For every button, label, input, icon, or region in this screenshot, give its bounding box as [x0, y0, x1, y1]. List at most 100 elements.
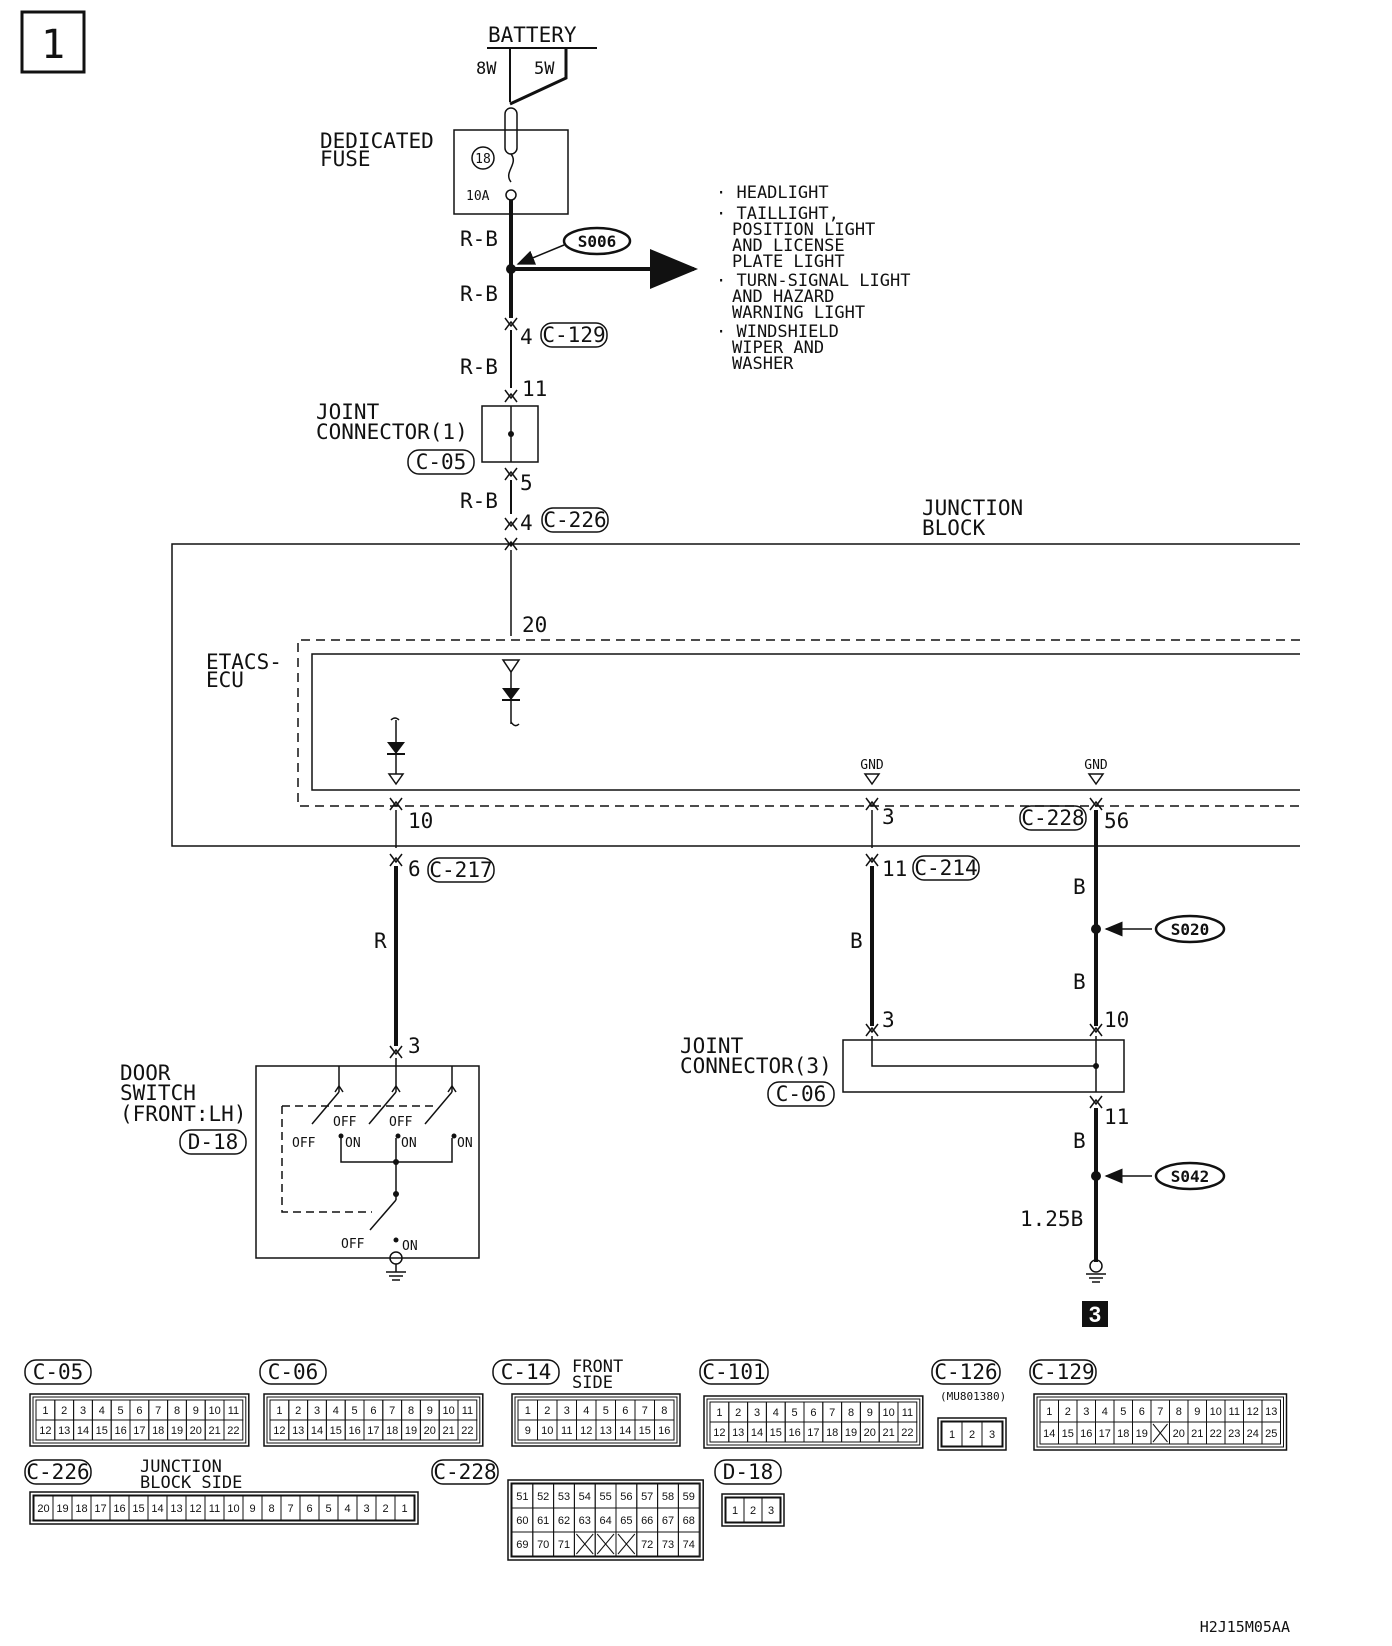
c129-pin: 4 — [520, 325, 533, 349]
view-c06-pin: 1 — [276, 1405, 282, 1417]
splice-s042-dot — [1091, 1171, 1101, 1181]
view-c228-cell — [677, 1531, 700, 1557]
view-c14-note1: FRONT — [572, 1357, 623, 1377]
view-c228-pin: 63 — [579, 1515, 591, 1527]
destination-taillight-4: PLATE LIGHT — [732, 252, 845, 272]
battery-label: BATTERY — [488, 23, 577, 47]
view-c226-pin: 7 — [287, 1503, 293, 1515]
door-pin: 3 — [408, 1034, 421, 1058]
view-c226-pin: 18 — [75, 1503, 87, 1515]
view-c129-pin: 25 — [1265, 1428, 1277, 1440]
view-d18-pin: 2 — [750, 1505, 756, 1517]
view-c228-pin: 56 — [620, 1491, 632, 1503]
view-c05-pin: 18 — [152, 1425, 164, 1437]
view-c14-pin: 10 — [541, 1425, 553, 1437]
ground-ref-number: 3 — [1089, 1302, 1101, 1327]
view-c101-pin: 7 — [829, 1407, 835, 1419]
door-pin-mark — [389, 1045, 403, 1059]
view-c05-pin: 11 — [228, 1405, 239, 1417]
door-sw-main-on: ON — [402, 1239, 418, 1254]
view-c228-blank — [617, 1533, 636, 1555]
ground-eyelet — [1089, 1259, 1103, 1273]
view-c05-inner — [32, 1396, 247, 1444]
fuse-label-line2: FUSE — [320, 147, 371, 171]
view-c226-pin: 15 — [132, 1503, 144, 1515]
view-c05-pin: 22 — [227, 1425, 239, 1437]
jc1-in-mark — [504, 389, 518, 403]
jc3-left-pin: 3 — [882, 1008, 895, 1032]
view-c129-pin: 2 — [1065, 1406, 1071, 1418]
jc3-bus — [871, 1036, 1096, 1067]
view-c129-pin: 12 — [1247, 1406, 1259, 1418]
junction-block-line2: BLOCK — [922, 516, 986, 540]
view-c226-housing — [29, 1491, 419, 1525]
view-c05-pin: 13 — [58, 1425, 70, 1437]
c226-tag — [541, 507, 609, 533]
view-c05-pin: 3 — [80, 1405, 86, 1417]
view-c06-pin: 4 — [333, 1405, 339, 1417]
view-c228-pin: 52 — [537, 1491, 549, 1503]
view-c101-pin: 8 — [848, 1407, 854, 1419]
view-c06-pin: 15 — [330, 1425, 342, 1437]
view-c06-housing — [263, 1393, 484, 1447]
view-c05-pin: 19 — [171, 1425, 183, 1437]
view-c129-pin: 5 — [1120, 1406, 1126, 1418]
view-c129-pin: 11 — [1229, 1406, 1240, 1418]
view-c101-pin: 9 — [867, 1407, 873, 1419]
view-c228-blank — [596, 1533, 615, 1555]
view-c129-pin: 18 — [1117, 1428, 1129, 1440]
view-c06-pin: 16 — [348, 1425, 360, 1437]
destination-wiper-1: · WINDSHIELD — [716, 322, 839, 342]
view-c126-housing — [937, 1417, 1007, 1451]
jc3-box — [842, 1039, 1125, 1093]
view-c129-pin: 20 — [1173, 1428, 1185, 1440]
door-sw-pole3-tip — [447, 1084, 457, 1093]
view-c101-pin: 4 — [773, 1407, 779, 1419]
view-c129-blank — [1152, 1423, 1168, 1443]
view-c05-pin: 9 — [193, 1405, 199, 1417]
ecu-door-line-start — [390, 717, 400, 721]
view-c05-tag — [24, 1359, 92, 1385]
view-c228-pin: 51 — [516, 1491, 528, 1503]
view-c226-pin: 2 — [382, 1503, 388, 1515]
view-c126-part: (MU801380) — [940, 1390, 1006, 1403]
view-c226-pin: 11 — [209, 1503, 220, 1515]
ecu-input-line-end — [510, 721, 520, 727]
destination-taillight-2: POSITION LIGHT — [732, 220, 875, 240]
view-c05-pin: 5 — [118, 1405, 124, 1417]
wire-color-b-right-3: B — [1073, 1129, 1086, 1153]
view-c228-inner — [510, 1482, 701, 1558]
view-c129-pin: 10 — [1210, 1406, 1222, 1418]
door-sw-blade1 — [311, 1091, 340, 1125]
destination-turn-2: AND HAZARD — [732, 287, 834, 307]
c226-pin: 4 — [520, 511, 533, 535]
view-c06-pin: 5 — [352, 1405, 358, 1417]
c226-label: C-226 — [543, 508, 606, 532]
view-c06-pin: 22 — [461, 1425, 473, 1437]
view-c06-pin: 14 — [311, 1425, 323, 1437]
view-c129-pin: 17 — [1099, 1428, 1111, 1440]
view-c129-pin: 3 — [1083, 1406, 1089, 1418]
c214-pin: 11 — [882, 857, 907, 881]
destination-list: · HEADLIGHT · TAILLIGHT, POSITION LIGHT … — [716, 183, 910, 374]
view-c101-housing — [703, 1395, 924, 1449]
view-c06-pin: 18 — [386, 1425, 398, 1437]
view-c14-pin: 15 — [639, 1425, 651, 1437]
junction-block-line1: JUNCTION — [922, 496, 1023, 520]
view-c228-pin: 62 — [558, 1515, 570, 1527]
c06-label: C-06 — [776, 1082, 827, 1106]
view-c14-pin: 16 — [658, 1425, 670, 1437]
door-switch-line2: SWITCH — [120, 1081, 196, 1105]
splice-s020-bubble — [1154, 914, 1226, 944]
door-switch-box — [255, 1065, 480, 1259]
view-c226-inner — [32, 1494, 416, 1522]
view-c14-pin: 3 — [564, 1405, 570, 1417]
view-c14-inner — [514, 1396, 678, 1444]
view-d18-pin: 3 — [768, 1505, 774, 1517]
view-c228-pin: 69 — [516, 1539, 528, 1551]
view-c129-tag — [1029, 1359, 1097, 1385]
view-c101-pin: 13 — [732, 1427, 744, 1439]
c228-tag — [1019, 805, 1087, 831]
view-c228-pin: 53 — [558, 1491, 570, 1503]
